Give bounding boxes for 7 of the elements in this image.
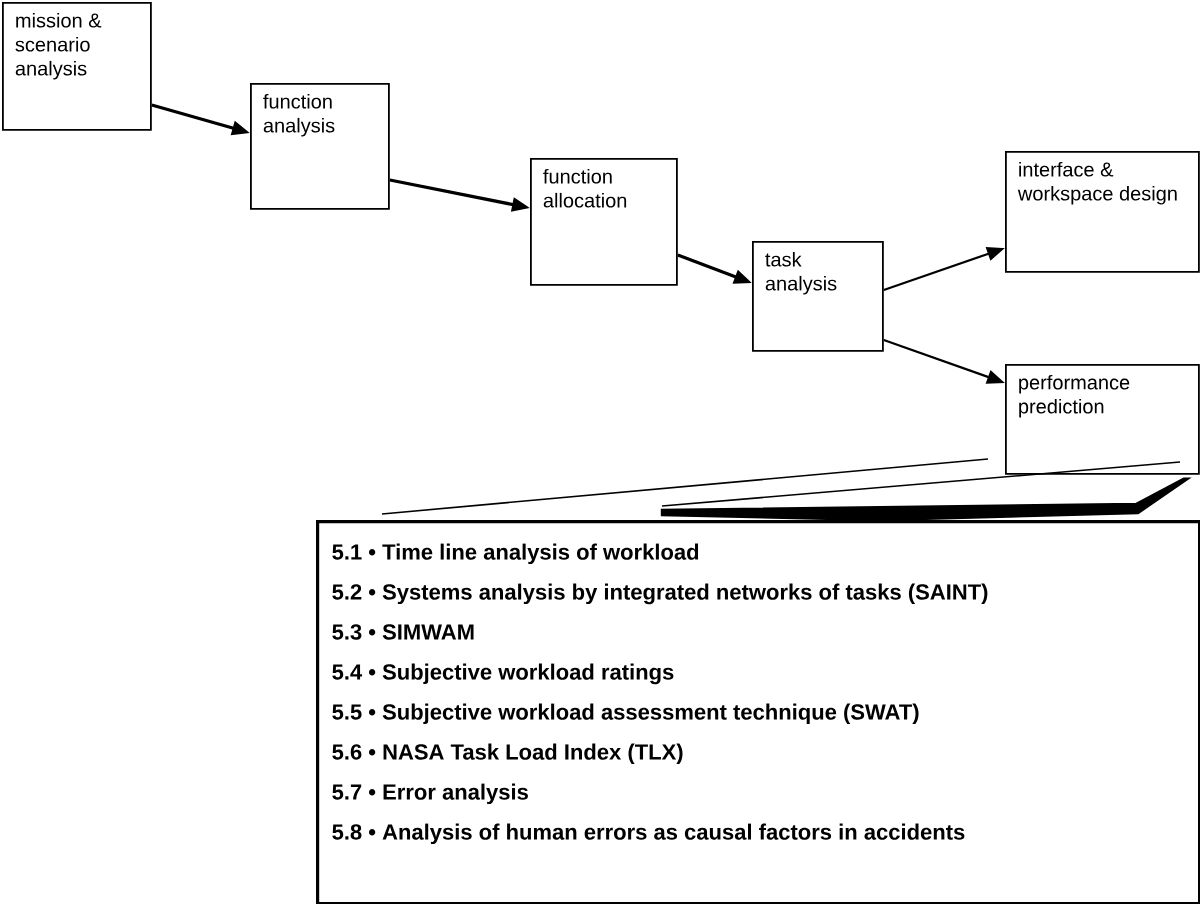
- process-box: mission & scenario analysis: [2, 2, 152, 131]
- method-list-box: 5.1 • Time line analysis of workload 5.2 • Systems analysis by integrated networks of tasks (SAINT) 5.3 • SIMWAM 5.4 • Subjective workload ratings 5.5 • Subjective workload assessment technique (SWAT) 5.6 • NASA Task Load Index (TLX) 5.7 • Error analysis 5.8 • Analysis of human errors as causal factors in accidents: [316, 520, 1200, 904]
- process-box: function allocation: [530, 158, 678, 286]
- process-box: function analysis: [250, 83, 390, 210]
- process-box: task analysis: [752, 241, 884, 352]
- process-box: interface & workspace design: [1005, 151, 1200, 273]
- process-box: performance prediction: [1005, 364, 1200, 475]
